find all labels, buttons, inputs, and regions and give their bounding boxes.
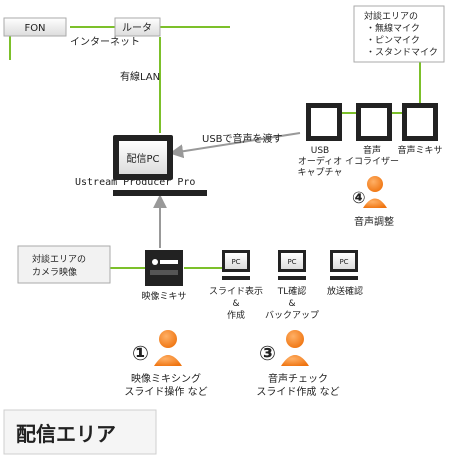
router-box bbox=[114, 17, 161, 37]
svg-text:USB: USB bbox=[311, 146, 329, 156]
fon-label: FON bbox=[24, 23, 45, 34]
equalizer-face bbox=[361, 108, 387, 136]
fon-node: FON bbox=[3, 17, 67, 37]
wired-lan-label: 有線LAN bbox=[120, 70, 160, 83]
svg-text:・ピンマイク: ・ピンマイク bbox=[366, 35, 420, 46]
person-icon bbox=[159, 330, 177, 348]
svg-text:対談エリアの: 対談エリアの bbox=[32, 253, 86, 265]
svg-text:バックアップ: バックアップ bbox=[265, 310, 319, 321]
producer-label: Ustream Producer Pro bbox=[75, 177, 195, 188]
person-icon bbox=[367, 176, 383, 192]
svg-text:PC: PC bbox=[339, 258, 348, 266]
mic-area-border bbox=[353, 5, 445, 63]
svg-text:オーディオ: オーディオ bbox=[298, 155, 342, 167]
staff-4: ④ 音声調整 bbox=[352, 176, 394, 228]
staff-number: ③ bbox=[259, 341, 276, 365]
router-label: ルータ bbox=[122, 22, 152, 34]
pc-slide: PC スライド表示 & 作成 bbox=[209, 250, 263, 321]
svg-text:イコライザー: イコライザー bbox=[345, 156, 399, 167]
distribution-pc: 配信PC bbox=[113, 135, 207, 196]
video-mixer: 映像ミキサ bbox=[141, 250, 187, 302]
staff-role-2: スライド作成 など bbox=[256, 386, 339, 398]
svg-text:・スタンドマイク: ・スタンドマイク bbox=[366, 47, 438, 58]
internet-label: インターネット bbox=[70, 36, 140, 48]
svg-text:&: & bbox=[288, 299, 295, 309]
mic-area-box: 対談エリアの ・無線マイク ・ピンマイク ・スタンドマイク bbox=[353, 5, 445, 63]
staff-role-2: スライド操作 など bbox=[124, 385, 207, 398]
usb-capture-face bbox=[311, 108, 337, 136]
camera-area-box: 対談エリアの カメラ映像 bbox=[17, 245, 111, 284]
connection-lines bbox=[9, 26, 421, 269]
staff-3: ③ 音声チェック スライド作成 など bbox=[256, 330, 340, 398]
svg-text:&: & bbox=[232, 299, 239, 309]
svg-text:対談エリアの: 対談エリアの bbox=[364, 10, 418, 22]
usb-capture-label: USB オーディオ キャプチャ bbox=[298, 146, 343, 178]
svg-text:放送確認: 放送確認 bbox=[327, 285, 363, 297]
distribution-pc-label: 配信PC bbox=[126, 153, 159, 165]
equalizer-label: 音声 イコライザー bbox=[345, 144, 399, 167]
audio-mixer-face bbox=[407, 108, 433, 136]
svg-text:カメラ映像: カメラ映像 bbox=[32, 266, 77, 278]
usb-send-label: USBで音声を渡す bbox=[202, 132, 283, 145]
svg-text:キャプチャ: キャプチャ bbox=[298, 167, 343, 178]
svg-text:PC: PC bbox=[231, 258, 240, 266]
router-node: ルータ bbox=[114, 17, 161, 37]
video-mixer-label: 映像ミキサ bbox=[141, 290, 186, 302]
audio-devices bbox=[306, 103, 438, 141]
staff-1: ① 映像ミキシング スライド操作 など bbox=[124, 330, 208, 398]
video-mixer-box bbox=[145, 250, 183, 286]
audio-mixer-label: 音声ミキサ bbox=[397, 144, 442, 156]
staff-role-1: 音声チェック bbox=[268, 372, 328, 385]
area-title-text: 配信エリア bbox=[16, 422, 116, 446]
pc-tl: PC TL確認 & バックアップ bbox=[265, 250, 319, 321]
svg-text:スライド表示: スライド表示 bbox=[209, 285, 263, 297]
monitor-screen bbox=[119, 141, 167, 174]
person-icon bbox=[286, 330, 304, 348]
pc-broadcast: PC 放送確認 bbox=[327, 250, 363, 297]
staff-role: 音声調整 bbox=[354, 215, 394, 228]
svg-text:作成: 作成 bbox=[227, 309, 245, 321]
pc-base bbox=[113, 190, 207, 196]
area-title: 配信エリア bbox=[3, 409, 157, 455]
svg-text:・無線マイク: ・無線マイク bbox=[366, 22, 420, 34]
arrows bbox=[153, 132, 301, 248]
svg-text:音声: 音声 bbox=[363, 144, 381, 156]
staff-number: ④ bbox=[352, 188, 366, 207]
fon-box bbox=[3, 17, 67, 37]
staff-role-1: 映像ミキシング bbox=[131, 372, 201, 385]
camera-area-border bbox=[17, 245, 111, 284]
usb-audio-arrow bbox=[169, 132, 301, 159]
svg-text:TL確認: TL確認 bbox=[277, 285, 307, 297]
staff-number: ① bbox=[132, 341, 149, 365]
svg-text:PC: PC bbox=[287, 258, 296, 266]
